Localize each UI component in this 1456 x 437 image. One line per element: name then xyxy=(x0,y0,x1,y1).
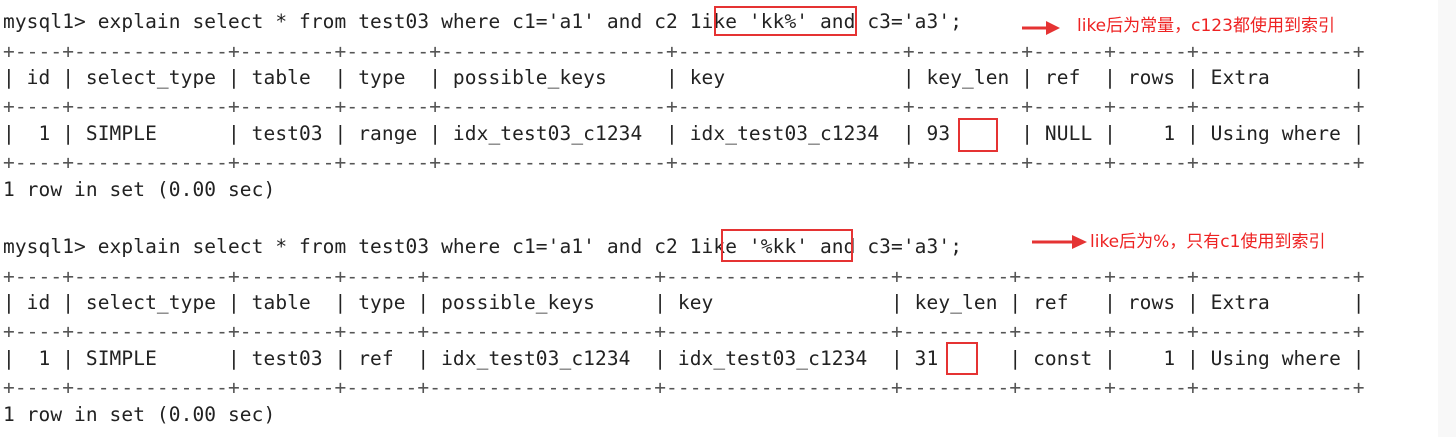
table-separator-bottom-1: +----+-------------+--------+-------+---… xyxy=(3,151,1365,174)
annotation-note-1: like后为常量，c123都使用到索引 xyxy=(1077,16,1335,36)
highlight-like-pattern-1 xyxy=(714,6,857,36)
highlight-like-pattern-2 xyxy=(721,229,853,262)
scrollbar-track[interactable] xyxy=(1438,0,1456,437)
highlight-key-len-1 xyxy=(958,118,998,152)
annotation-note-2: like后为%，只有c1使用到索引 xyxy=(1090,232,1326,252)
table-row-2: | 1 | SIMPLE | test03 | ref | idx_test03… xyxy=(3,347,1365,370)
table-separator-mid-2: +----+-------------+--------+------+----… xyxy=(3,320,1365,343)
table-separator-bottom-2: +----+-------------+--------+------+----… xyxy=(3,376,1365,399)
arrow-right-icon xyxy=(1032,235,1087,249)
table-separator-top-1: +----+-------------+--------+-------+---… xyxy=(3,40,1365,63)
table-separator-top-2: +----+-------------+--------+------+----… xyxy=(3,265,1365,288)
highlight-key-len-2 xyxy=(946,342,978,375)
result-footer-1: 1 row in set (0.00 sec) xyxy=(3,178,276,201)
sql-command-1: mysql1> explain select * from test03 whe… xyxy=(3,10,963,33)
table-row-1: | 1 | SIMPLE | test03 | range | idx_test… xyxy=(3,122,1365,145)
table-separator-mid-1: +----+-------------+--------+-------+---… xyxy=(3,95,1365,118)
sql-command-2: mysql1> explain select * from test03 whe… xyxy=(3,235,963,258)
arrow-right-icon xyxy=(1022,21,1060,35)
result-footer-2: 1 row in set (0.00 sec) xyxy=(3,403,276,426)
table-header-2: | id | select_type | table | type | poss… xyxy=(3,291,1365,314)
table-header-1: | id | select_type | table | type | poss… xyxy=(3,66,1365,89)
